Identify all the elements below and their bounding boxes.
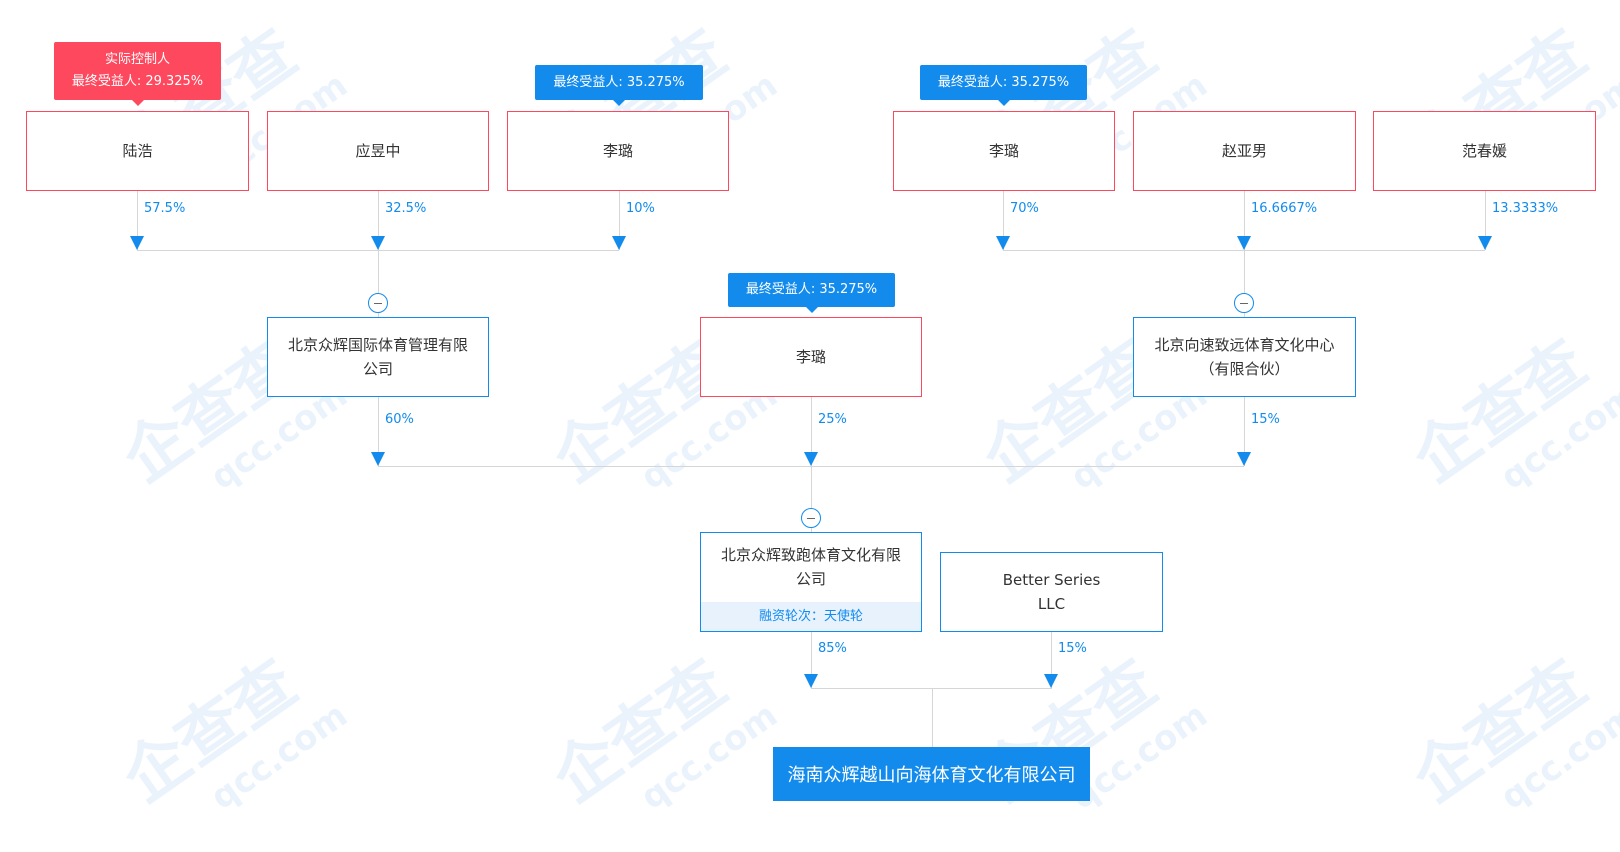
connector <box>378 466 1244 467</box>
connector <box>1051 632 1052 688</box>
shareholder-node[interactable]: 李璐 <box>507 111 729 191</box>
arrow-down-icon <box>371 452 385 466</box>
beneficiary-tag: 最终受益人: 35.275% <box>920 65 1087 106</box>
share-percent: 85% <box>818 641 847 656</box>
arrow-down-icon <box>130 236 144 250</box>
share-percent: 10% <box>626 201 655 216</box>
shareholder-node[interactable]: 陆浩 <box>26 111 249 191</box>
share-percent: 15% <box>1251 412 1280 427</box>
arrow-down-icon <box>1237 236 1251 250</box>
connector <box>137 250 619 251</box>
share-percent: 13.3333% <box>1492 201 1559 216</box>
connector <box>811 688 1052 689</box>
connector <box>378 190 379 317</box>
connector <box>1485 190 1486 250</box>
company-node[interactable]: Better Series LLC <box>940 552 1163 632</box>
connector <box>1003 190 1004 250</box>
arrow-down-icon <box>371 236 385 250</box>
connector <box>378 397 379 466</box>
beneficiary-label: 最终受益人: 35.275% <box>745 282 878 297</box>
shareholder-node[interactable]: 李璐 <box>700 317 922 397</box>
arrow-down-icon <box>612 236 626 250</box>
target-company-node[interactable]: 海南众辉越山向海体育文化有限公司 <box>773 747 1090 801</box>
share-percent: 15% <box>1058 641 1087 656</box>
beneficiary-label: 最终受益人: 35.275% <box>553 74 685 90</box>
funding-round: 融资轮次：天使轮 <box>701 602 921 631</box>
connector <box>811 632 812 688</box>
share-percent: 16.6667% <box>1251 201 1318 216</box>
arrow-down-icon <box>1044 674 1058 688</box>
shareholder-node[interactable]: 赵亚男 <box>1133 111 1356 191</box>
arrow-down-icon <box>804 452 818 466</box>
arrow-down-icon <box>804 674 818 688</box>
arrow-down-icon <box>1237 452 1251 466</box>
connector <box>619 190 620 250</box>
connector <box>1003 250 1485 251</box>
connector <box>1244 397 1245 466</box>
arrow-down-icon <box>1478 236 1492 250</box>
share-percent: 57.5% <box>144 201 186 216</box>
beneficiary-label: 最终受益人: 29.325% <box>71 74 204 89</box>
shareholder-node[interactable]: 应昱中 <box>267 111 489 191</box>
connector <box>1244 190 1245 317</box>
company-name: 北京众辉致跑体育文化有限公司 <box>720 546 901 588</box>
beneficiary-tag: 最终受益人: 35.275% <box>728 273 895 313</box>
connector <box>137 190 138 250</box>
collapse-toggle-icon[interactable] <box>801 508 821 528</box>
arrow-down-icon <box>996 236 1010 250</box>
company-node[interactable]: 北京众辉国际体育管理有限公司 <box>267 317 489 397</box>
connector <box>932 688 933 747</box>
beneficiary-label: 最终受益人: 35.275% <box>937 74 1070 90</box>
controller-tag: 实际控制人 最终受益人: 29.325% <box>54 42 221 106</box>
collapse-toggle-icon[interactable] <box>368 293 388 313</box>
company-node[interactable]: 北京向速致远体育文化中心（有限合伙） <box>1133 317 1356 397</box>
share-percent: 32.5% <box>385 201 427 216</box>
shareholder-node[interactable]: 李璐 <box>893 111 1115 191</box>
share-percent: 60% <box>385 412 414 427</box>
collapse-toggle-icon[interactable] <box>1234 293 1254 313</box>
share-percent: 25% <box>818 412 847 427</box>
beneficiary-tag: 最终受益人: 35.275% <box>535 65 703 106</box>
company-node[interactable]: 北京众辉致跑体育文化有限公司 融资轮次：天使轮 <box>700 532 922 632</box>
controller-label: 实际控制人 <box>104 52 170 67</box>
share-percent: 70% <box>1010 201 1039 216</box>
shareholder-node[interactable]: 范春媛 <box>1373 111 1596 191</box>
